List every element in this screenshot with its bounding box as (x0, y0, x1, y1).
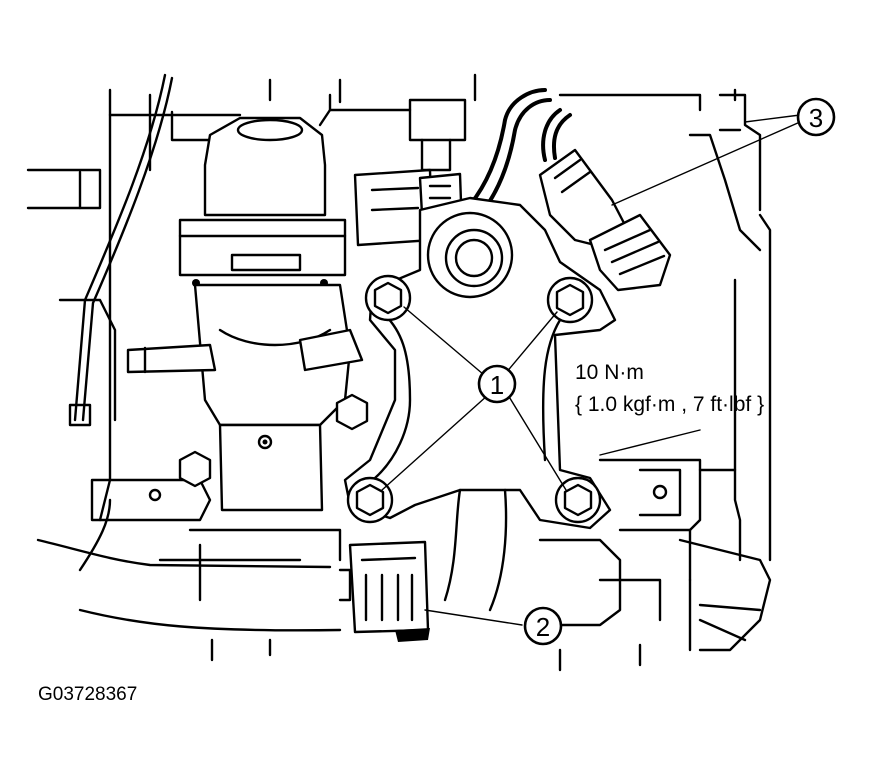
torque-value: 10 N·m (575, 361, 644, 384)
svg-text:2: 2 (536, 612, 550, 642)
engine-block-outline (26, 73, 772, 672)
bolts (178, 274, 602, 524)
bolt-top-left (364, 274, 412, 322)
svg-text:3: 3 (809, 103, 823, 133)
housing-cover (343, 196, 617, 612)
connector-2 (338, 540, 430, 642)
callout-1: 1 (477, 364, 517, 404)
lower-hose (36, 498, 342, 632)
bolt-top-right (546, 276, 594, 324)
valve-assembly (126, 116, 364, 512)
figure-code: G03728367 (38, 684, 138, 705)
torque-value-converted: { 1.0 kgf·m , 7 ft·lbf } (575, 393, 765, 416)
callout-2: 2 (523, 606, 563, 646)
bolt-left-valve (178, 450, 212, 488)
callout-3: 3 (796, 97, 836, 137)
sensor-3 (538, 108, 672, 292)
leader-lines (381, 114, 801, 626)
svg-text:1: 1 (490, 370, 504, 400)
bolt-bottom-left (346, 476, 394, 524)
bolt-mid-left (335, 393, 369, 431)
left-wire (68, 73, 174, 427)
bolt-bottom-right (554, 476, 602, 524)
